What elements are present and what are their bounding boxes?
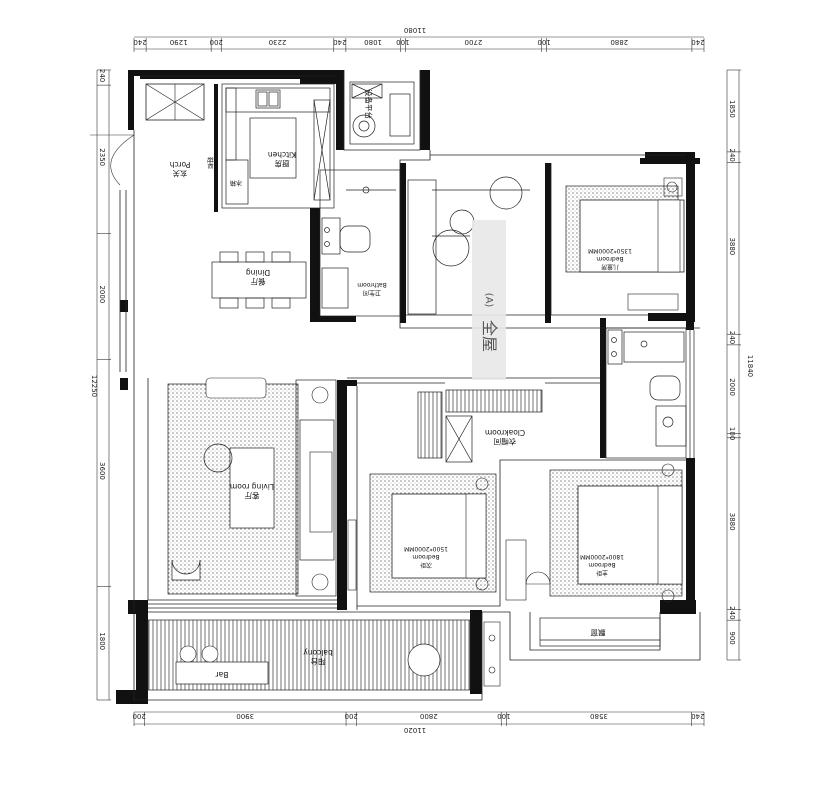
- kids-bedroom: [565, 177, 685, 311]
- second-bedroom-size: 1500*2000MM: [404, 545, 448, 552]
- right-segment-dim: 900: [728, 631, 736, 644]
- kitchen-label-cn: 厨房: [275, 159, 290, 169]
- top-segment-dim: 1080: [364, 38, 382, 46]
- living-label-cn: 客厅: [244, 491, 259, 501]
- dining-table: [211, 251, 307, 309]
- top-segment-dim: 2230: [269, 38, 287, 46]
- shoe-cabinet-label: 鞋柜: [206, 157, 214, 169]
- porch-label-cn: 玄关: [172, 169, 187, 179]
- bathroom-label-en: Bathroom: [357, 281, 387, 288]
- bathroom-1: [319, 169, 401, 317]
- kids-bedroom-label-en: Bedroom: [596, 255, 623, 262]
- bathroom-label-cn: 卫生间: [363, 289, 381, 297]
- bathroom-2: [605, 327, 687, 459]
- bay-window-label: 飘窗: [591, 628, 606, 638]
- top-segment-dim: 200: [210, 38, 223, 46]
- equipment-label: 设备平台: [364, 89, 374, 119]
- room-labels: 玄关 Porch 厨房 Kitchen 冰箱 鞋柜 设备平台 餐厅 Dining…: [169, 89, 632, 679]
- bottom-segment-dim: 100: [497, 712, 510, 720]
- walls: [116, 70, 700, 704]
- top-segment-dim: 2700: [465, 38, 483, 46]
- top-segment-dim: 240: [333, 38, 346, 46]
- top-segment-dim: 2880: [610, 38, 628, 46]
- left-total-dim: 12250: [90, 375, 98, 397]
- bottom-total-dim: 11020: [404, 726, 426, 734]
- right-segment-dim: 240: [728, 149, 736, 162]
- right-segment-dim: 240: [728, 606, 736, 619]
- right-total-dim: 11840: [746, 355, 754, 377]
- second-bedroom-label-en: Bedroom: [412, 553, 439, 560]
- equipment-area: [349, 81, 415, 145]
- right-segment-dim: 3880: [728, 513, 736, 531]
- second-bedroom-label-cn: 次卧: [420, 561, 432, 569]
- living-label-en: Living room: [230, 482, 274, 491]
- right-segment-dim: 3880: [728, 237, 736, 255]
- cloakroom: [417, 389, 543, 463]
- top-segment-dim: 1290: [170, 38, 188, 46]
- top-total-dim: 11080: [404, 26, 426, 34]
- second-bedroom: [347, 473, 497, 593]
- cloakroom-label-en: Cloakroom: [485, 428, 525, 437]
- dining-label-cn: 餐厅: [250, 277, 265, 286]
- left-segment-dim: 1800: [98, 632, 106, 650]
- bottom-segment-dim: 3580: [590, 712, 608, 720]
- dimension-labels: 11080 11020 12250 11840 240 1290 200 2230 24…: [90, 26, 754, 734]
- fridge-label: 冰箱: [230, 179, 242, 187]
- section-overlay: [472, 220, 506, 380]
- bottom-segment-dim: 240: [691, 712, 704, 720]
- porch-label-en: Porch: [169, 160, 190, 169]
- porch-area: [90, 83, 205, 186]
- left-segment-dim: 2350: [98, 148, 106, 166]
- bar-label: Bar: [215, 670, 229, 679]
- top-segment-dim: 100: [396, 38, 409, 46]
- master-bedroom-label-cn: 主卧: [596, 569, 608, 577]
- right-segment-dim: 100: [728, 427, 736, 440]
- dimension-lines: [96, 36, 740, 725]
- living-room: [167, 377, 337, 597]
- balcony-label-cn: 阳台: [311, 657, 326, 667]
- section-title: 全屋: [480, 320, 499, 352]
- cloakroom-label-cn: 衣帽间: [494, 437, 517, 447]
- kitchen-area: [221, 83, 335, 209]
- left-segment-dim: 3600: [98, 462, 106, 480]
- balcony-label-en: balcony: [303, 648, 333, 657]
- right-segment-dim: 2000: [728, 378, 736, 396]
- dimension-ticks: [97, 38, 741, 726]
- left-segment-dim: 2000: [98, 285, 106, 303]
- dining-label-en: Dining: [246, 268, 270, 277]
- bottom-segment-dim: 200: [132, 712, 145, 720]
- kitchen-label-en: Kitchen: [268, 150, 296, 159]
- bay-window: [539, 617, 661, 647]
- master-bedroom-label-en: Bedroom: [588, 561, 615, 568]
- top-segment-dim: 100: [537, 38, 550, 46]
- bottom-segment-dim: 3900: [236, 712, 254, 720]
- right-segment-dim: 240: [728, 331, 736, 344]
- master-bedroom: [505, 463, 683, 603]
- windows: [148, 154, 695, 609]
- bottom-segment-dim: 200: [345, 712, 358, 720]
- top-segment-dim: 240: [691, 38, 704, 46]
- bedroom-a: [407, 176, 530, 315]
- bottom-segment-dim: 2800: [420, 712, 438, 720]
- top-segment-dim: 240: [133, 38, 146, 46]
- master-bedroom-size: 1800*2000MM: [580, 553, 624, 560]
- section-tag: (A): [483, 293, 494, 308]
- balcony-area: [147, 619, 501, 691]
- left-segment-dim: 240: [98, 69, 106, 82]
- kids-bedroom-label-cn: 儿童房: [601, 263, 619, 271]
- kids-bedroom-size: 1350*2000MM: [588, 247, 632, 254]
- right-segment-dim: 1850: [728, 100, 736, 118]
